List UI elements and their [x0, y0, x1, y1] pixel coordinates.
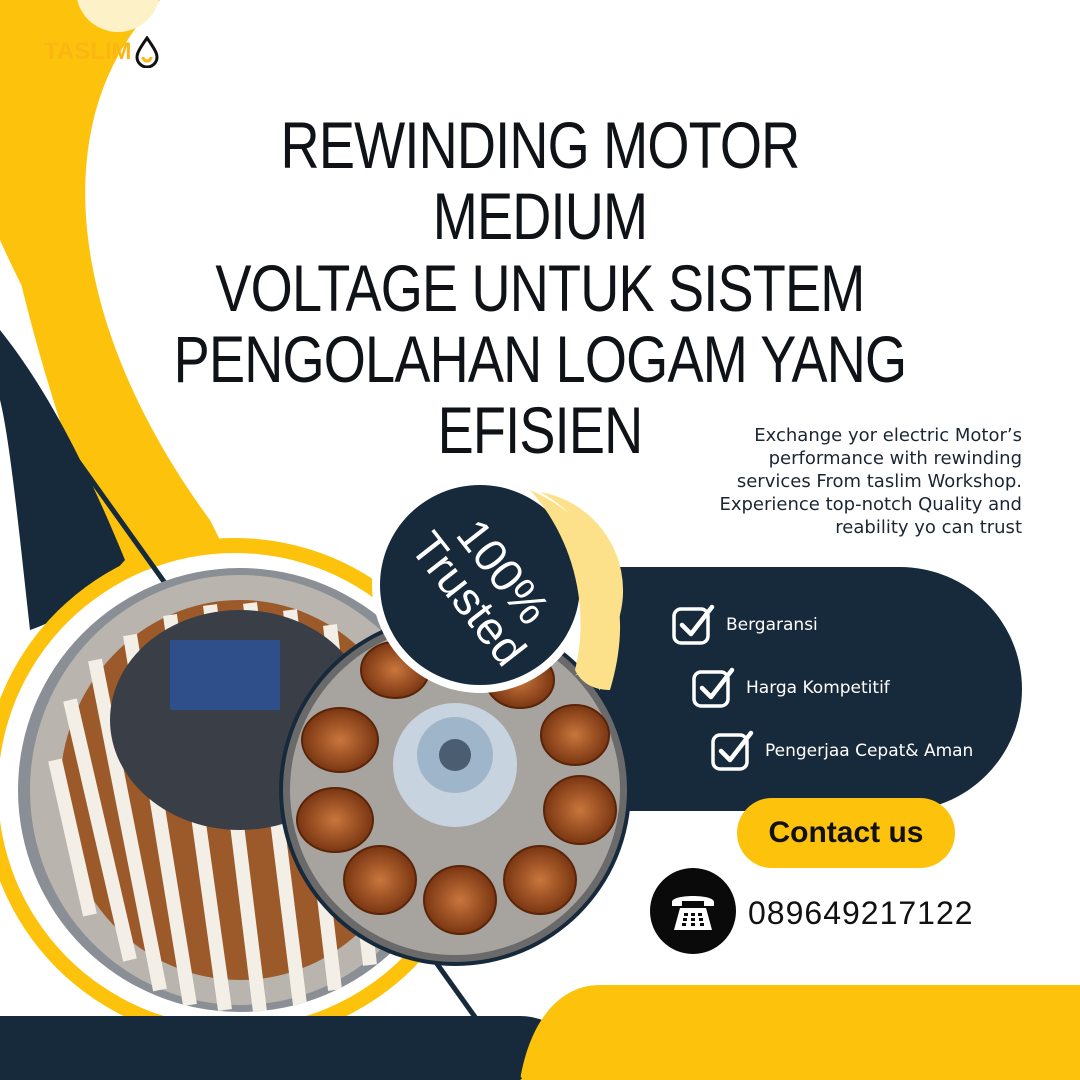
description-line: Experience top-notch Quality and [719, 494, 1022, 515]
contact-us-button[interactable]: Contact us [737, 798, 955, 868]
feature-label: Pengerjaa Cepat& Aman [765, 741, 974, 761]
drop-icon [135, 36, 159, 68]
brand-logo: TASLIM [44, 36, 160, 68]
feature-label: Bergaransi [726, 615, 818, 635]
feature-label: Harga Kompetitif [746, 678, 890, 698]
description-line: services From taslim Workshop. [736, 471, 1022, 492]
description-line: reability yo can trust [835, 517, 1022, 538]
description-text: Exchange yor electric Motor’s performanc… [662, 424, 1022, 539]
navy-crescent-shape [0, 330, 125, 630]
checkbox-icon [692, 667, 735, 708]
bottom-yellow-bar [520, 985, 1080, 1080]
telephone-icon [672, 896, 714, 930]
description-line: performance with rewinding [768, 448, 1022, 469]
title-line: REWINDING MOTOR MEDIUM [280, 108, 801, 254]
phone-icon-circle[interactable] [650, 868, 736, 954]
badge-yellow-crescent [530, 490, 621, 690]
bottom-navy-bar [0, 1016, 584, 1080]
navy-panel-shape [600, 567, 1022, 811]
description-line: Exchange yor electric Motor’s [754, 425, 1022, 446]
title-line: VOLTAGE UNTUK SISTEM [215, 250, 865, 325]
yellow-arc-shape [0, 0, 250, 640]
faint-circle-shape [77, 0, 159, 32]
feature-item-guarantee: Bergaransi [670, 601, 818, 649]
feature-item-price: Harga Kompetitif [690, 664, 890, 712]
title-line: EFISIEN [437, 393, 644, 468]
page-title: REWINDING MOTOR MEDIUM VOLTAGE UNTUK SIS… [171, 108, 909, 468]
badge-circle [380, 485, 580, 685]
phone-number[interactable]: 089649217122 [748, 895, 974, 931]
feature-item-fast-safe: Pengerjaa Cepat& Aman [709, 727, 973, 775]
checkbox-icon [711, 730, 754, 771]
title-line: PENGOLAHAN LOGAM YANG [173, 321, 907, 396]
brand-name: TASLIM [44, 38, 132, 65]
checkbox-icon [672, 604, 715, 645]
